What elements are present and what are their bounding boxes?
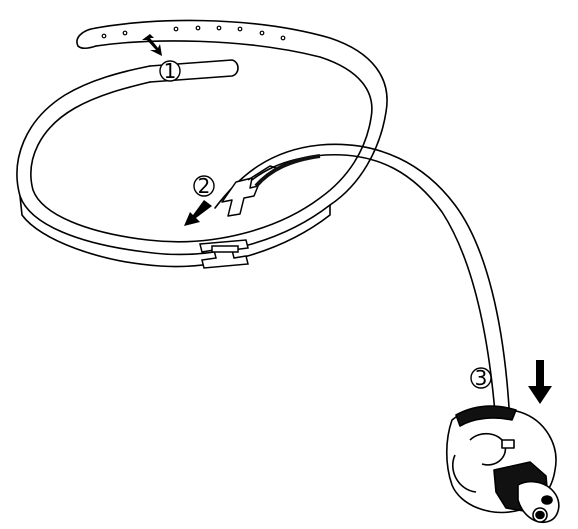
collar-strap [16,19,511,426]
down-arrow-icon [528,360,552,404]
step-1-label: 1 [164,59,177,83]
step-2-label: 2 [198,174,211,198]
step-3-marker: 3 [470,366,492,390]
step-2-marker: 2 [193,174,215,198]
step-3-label: 3 [475,366,488,390]
down-left-arrow-icon [184,200,212,226]
step-1-marker: 1 [159,59,181,83]
collar-holes [101,25,286,41]
pet-attachment [446,405,560,524]
double-arrow-icon [142,34,162,56]
buckle-slot [199,239,249,269]
tail-shadow-stroke [254,154,321,188]
